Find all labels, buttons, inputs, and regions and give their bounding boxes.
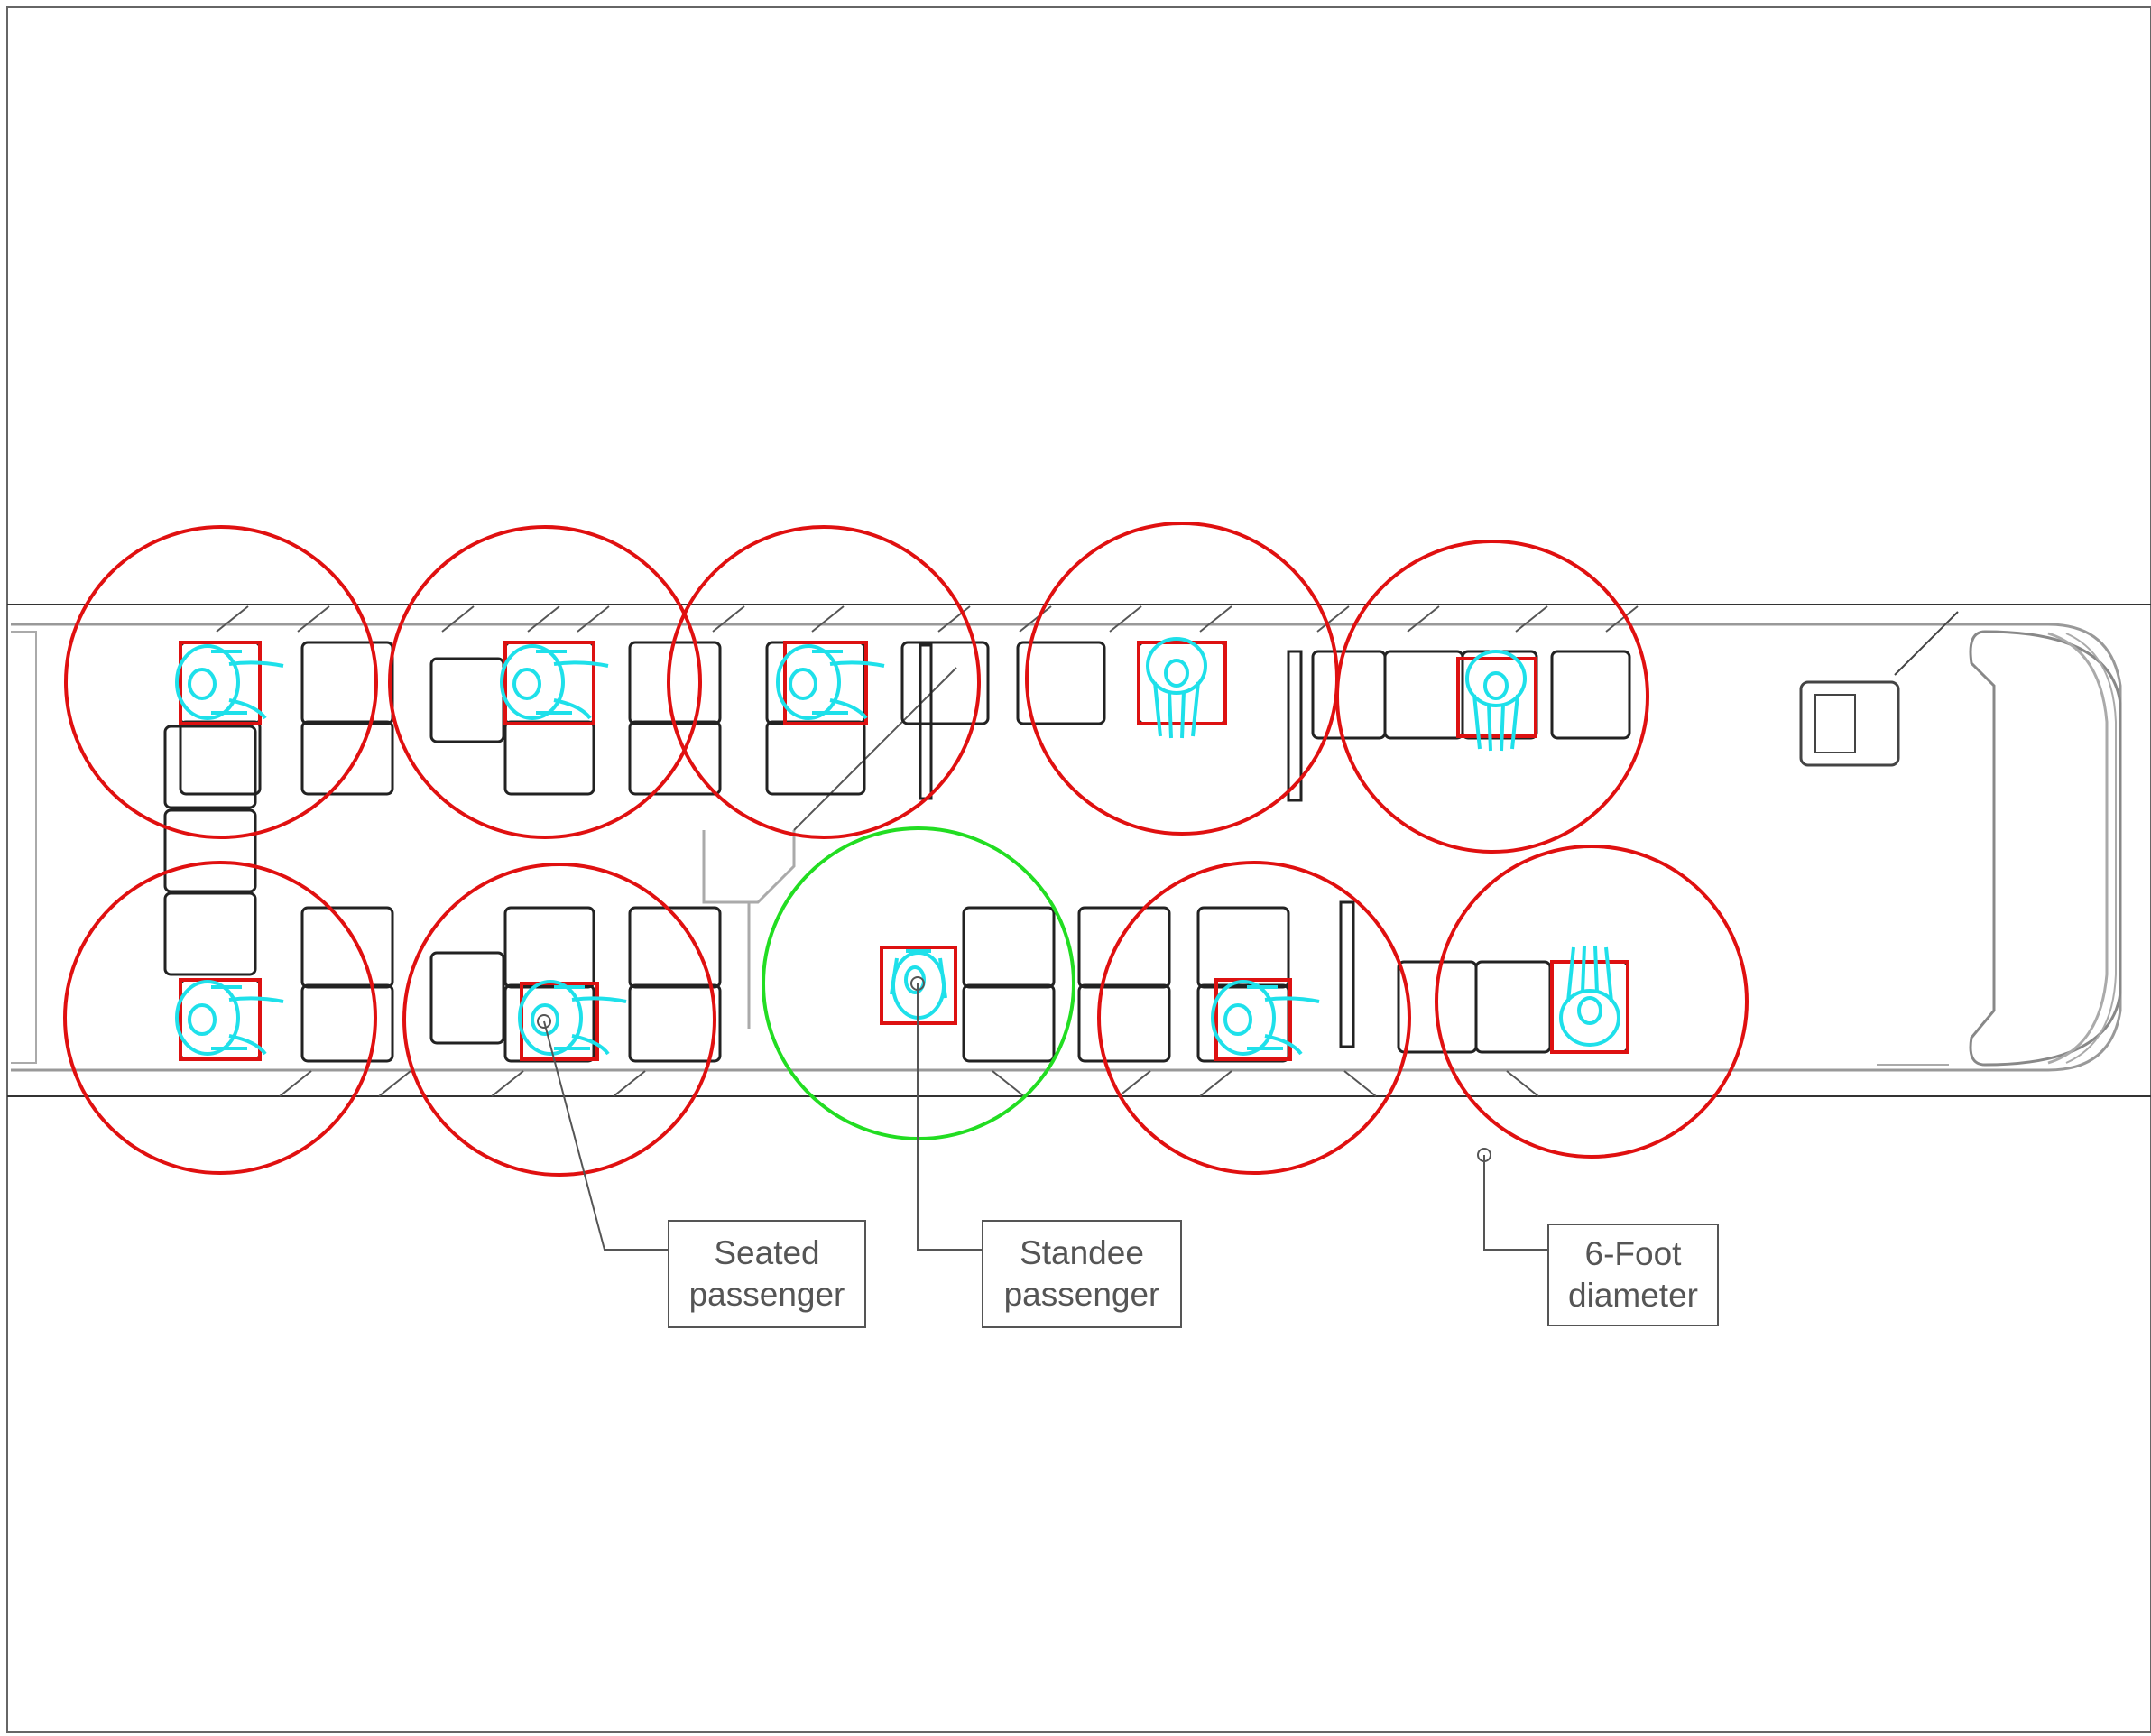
- seat: [503, 906, 595, 989]
- seat: [900, 641, 990, 725]
- seated-passenger-figure: [175, 980, 284, 1056]
- occupied-seat: [179, 978, 262, 1061]
- seat: [163, 725, 257, 809]
- seat: [765, 720, 866, 796]
- seated-passenger-figure: [1559, 945, 1620, 1047]
- bus-front: [1969, 630, 2122, 1067]
- six-foot-circle: [63, 861, 377, 1175]
- passenger-figures: [175, 637, 1620, 1056]
- occupied-seat: [783, 641, 868, 725]
- six-foot-diameter-label: 6-Foot diameter: [1547, 1224, 1719, 1326]
- seat: [429, 951, 505, 1045]
- occupied-seat: [1456, 657, 1537, 738]
- seat: [300, 641, 394, 725]
- seat: [1474, 960, 1552, 1054]
- diameter-label-line1: 6-Foot: [1584, 1235, 1682, 1272]
- standee-passenger-label: Standee passenger: [982, 1220, 1182, 1328]
- standee-label-line1: Standee: [1020, 1234, 1144, 1271]
- driver-seat: [1799, 680, 1900, 767]
- six-foot-circle: [1335, 540, 1649, 854]
- bus-body: [7, 604, 2151, 1097]
- seat: [1550, 650, 1631, 740]
- occupied-seat: [1550, 960, 1629, 1054]
- seated-passenger-figure: [1146, 637, 1207, 739]
- seat: [503, 720, 595, 796]
- seat: [179, 720, 262, 796]
- divider-panel: [1339, 900, 1355, 1048]
- seat: [163, 891, 257, 976]
- divider-panel: [919, 643, 933, 800]
- occupied-seat: [503, 641, 595, 725]
- seat: [1196, 906, 1290, 989]
- seat: [962, 906, 1056, 989]
- six-foot-circle: [1025, 522, 1339, 836]
- seat: [1077, 983, 1171, 1063]
- window-hatching: [216, 605, 1639, 1097]
- seat: [300, 983, 394, 1063]
- occupied-seat: [1214, 978, 1292, 1061]
- distance-circles: [63, 522, 1749, 1177]
- six-foot-circle: [1097, 861, 1411, 1175]
- seated-passenger-label: Seated passenger: [668, 1220, 866, 1328]
- callout-lines: [537, 976, 1547, 1251]
- seat: [1311, 650, 1387, 740]
- six-foot-circle: [667, 525, 981, 839]
- seat: [300, 906, 394, 989]
- seated-passenger-figure: [175, 644, 284, 720]
- seated-passenger-figure: [776, 644, 885, 720]
- six-foot-circle: [1435, 845, 1749, 1159]
- seat: [1077, 906, 1171, 989]
- seat: [628, 906, 722, 989]
- seated-passenger-figure: [1211, 980, 1320, 1056]
- seat: [962, 983, 1056, 1063]
- occupied-seat: [179, 641, 262, 725]
- seat: [163, 808, 257, 893]
- seated-label-line1: Seated: [714, 1234, 820, 1271]
- six-foot-circle: [402, 863, 716, 1177]
- seated-label-line2: passenger: [688, 1276, 845, 1313]
- seat: [429, 657, 505, 743]
- page-border: [6, 6, 2151, 1733]
- six-foot-circle: [64, 525, 378, 839]
- seat: [1383, 650, 1464, 740]
- standee-label-line2: passenger: [1003, 1276, 1160, 1313]
- occupied-seat-markers: [179, 641, 1629, 1061]
- six-foot-circle: [388, 525, 702, 839]
- diameter-label-line2: diameter: [1568, 1277, 1698, 1314]
- seated-passenger-figure: [1465, 650, 1527, 752]
- seat: [628, 983, 722, 1063]
- seat: [300, 720, 394, 796]
- divider-panel: [1287, 650, 1303, 802]
- seated-passenger-figure: [500, 644, 609, 720]
- seat: [628, 641, 722, 725]
- seated-passenger-figure: [518, 980, 627, 1056]
- seat: [1016, 641, 1106, 725]
